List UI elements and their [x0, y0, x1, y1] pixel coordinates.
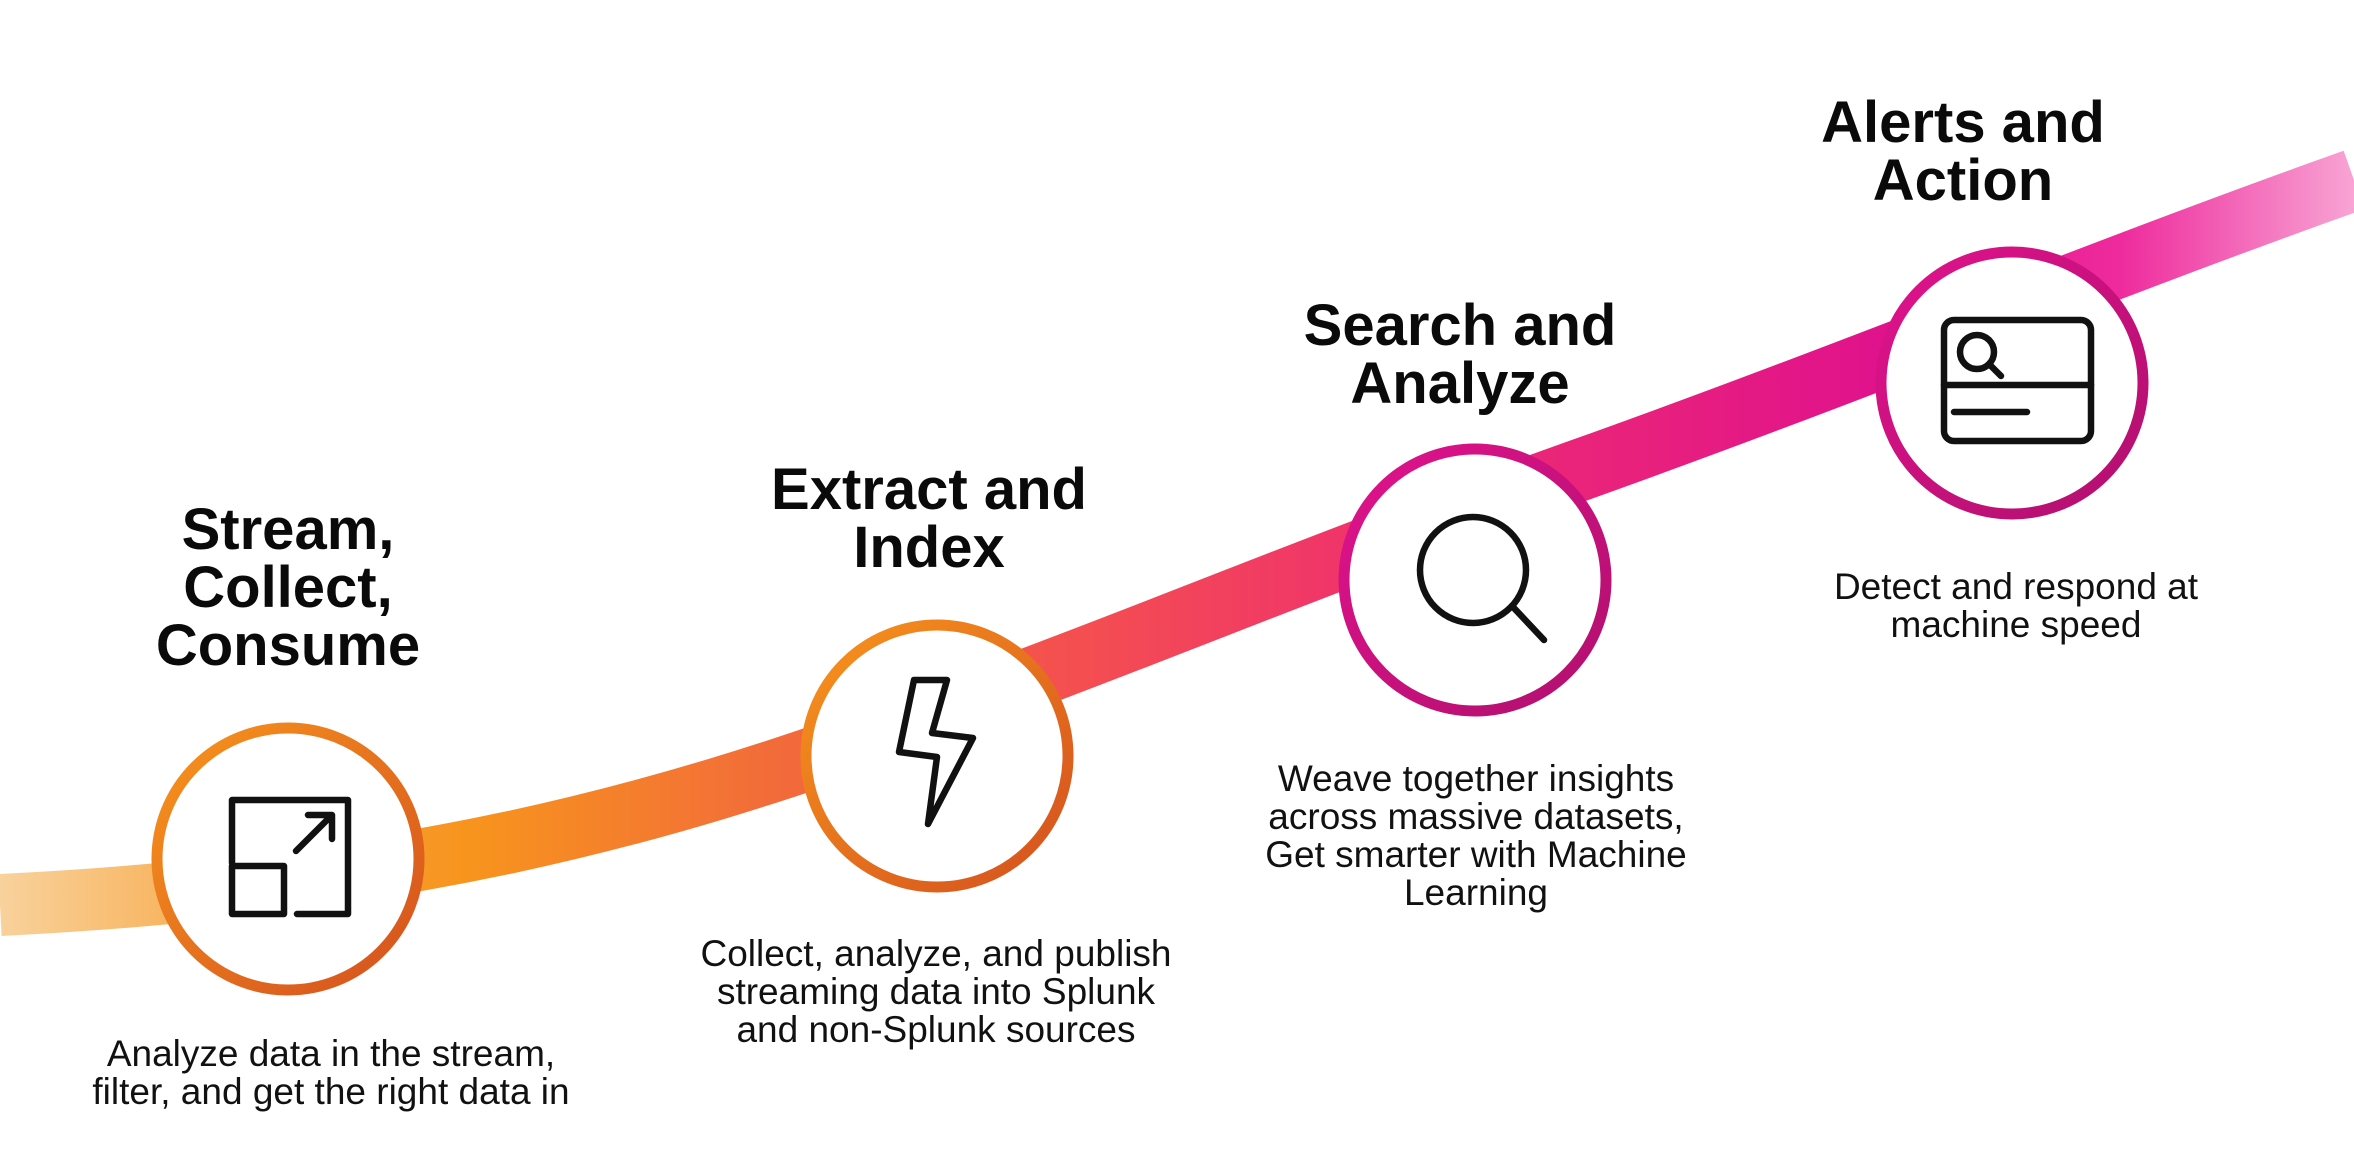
- step-4-title: Alerts and Action: [1821, 90, 2105, 213]
- step-4-description: Detect and respond at machine speed: [1833, 566, 2199, 645]
- step-2-node: [800, 619, 1074, 893]
- step-1-title: Stream, Collect, Consume: [155, 497, 421, 678]
- magnifier-icon: [1416, 513, 1548, 644]
- step-4-node: [1875, 246, 2149, 520]
- step-1-node: [151, 722, 425, 996]
- step-2-description: Collect, analyze, and publish streaming …: [700, 933, 1172, 1050]
- step-2-title: Extract and Index: [771, 457, 1087, 580]
- step-3-description: Weave together insights across massive d…: [1265, 758, 1687, 913]
- step-1-description: Analyze data in the stream, filter, and …: [92, 1033, 570, 1112]
- expand-arrow-icon: [228, 796, 352, 918]
- step-3-node: [1338, 443, 1612, 717]
- lightning-bolt-icon: [895, 676, 977, 828]
- search-dashboard-icon: [1940, 316, 2095, 445]
- step-3-title: Search and Analyze: [1303, 293, 1617, 416]
